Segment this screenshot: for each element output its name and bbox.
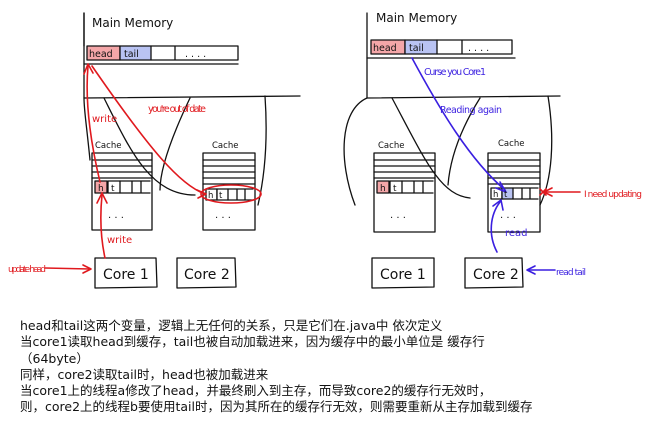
cache-left-h-right — [376, 180, 390, 194]
cache-right — [200, 152, 262, 231]
core1-label: Core 1 — [103, 267, 149, 283]
cache-right-t-label: t — [219, 191, 223, 201]
read-arrow — [490, 201, 501, 253]
note-need-updating: I need updating — [584, 190, 642, 200]
diagram: Main Memory head tail . . . . write you'… — [8, 11, 642, 289]
cache-left-label: Cache — [95, 141, 121, 151]
cache-t-label-right: t — [393, 184, 397, 194]
cache-right-t-label-right: t — [504, 190, 508, 200]
note-reading: Reading again — [440, 105, 502, 116]
description-line-3: （64byte） — [20, 350, 89, 366]
cache-t-label: t — [111, 184, 115, 194]
cache-right-h-label: h — [208, 191, 213, 201]
cache-left-label-right: Cache — [378, 141, 404, 151]
memory-cell-tail — [119, 45, 152, 61]
cache-right-right-panel — [487, 152, 541, 233]
update-head-arrow — [44, 267, 91, 270]
description-line-4: 同样，core2读取tail时，head也被加载进来 — [20, 366, 269, 382]
memory-cell-head-label: head — [89, 49, 113, 60]
cache-right-h-label-right: h — [493, 190, 498, 200]
invalidate-arrow — [91, 65, 206, 195]
core2-label-right: Core 2 — [473, 267, 519, 283]
memory-title-right: Main Memory — [376, 11, 457, 25]
note-write-top: write — [92, 114, 117, 125]
memory-cell-dots-label: . . . . — [185, 49, 206, 60]
cache-right-t — [216, 188, 229, 201]
cache-right-label-right: Cache — [498, 139, 524, 149]
cache-h-label: h — [98, 184, 104, 194]
core2-label: Core 2 — [184, 267, 230, 283]
cache-left-right-panel — [373, 152, 436, 233]
core1-label-right: Core 1 — [380, 267, 426, 283]
left-panel — [44, 12, 301, 289]
write-arrow-to-memory — [86, 65, 101, 183]
description: head和tail这两个变量，逻辑上无任何的关系，只是它们在.java中 依次定… — [20, 318, 640, 416]
cache-left-t — [107, 180, 121, 194]
core1-box — [94, 257, 158, 289]
note-read: read — [505, 228, 528, 239]
note-curse: Curse you Core1 — [424, 67, 486, 78]
core2-box-right — [464, 257, 524, 289]
cache-h-label-right: h — [380, 184, 386, 194]
memory-title-left: Main Memory — [92, 16, 173, 30]
note-read-tail: read tail — [556, 268, 586, 278]
note-update-head: update head — [8, 265, 46, 275]
cache-left-t-right — [389, 180, 403, 194]
stale-line-highlight — [200, 184, 262, 204]
cache-right-dots-label-right: . . . — [500, 210, 516, 221]
memory-cell-dots-label-right: . . . . — [468, 43, 489, 54]
memory-row — [86, 45, 239, 61]
memory-cell-tail-label-right: tail — [409, 43, 424, 54]
reading-again-arrow — [411, 57, 506, 191]
memory-cell-tail-right — [404, 39, 438, 55]
cache-dots-label-right: . . . — [390, 210, 406, 221]
main-memory-box-right — [366, 12, 561, 99]
description-line-1: head和tail这两个变量，逻辑上无任何的关系，只是它们在.java中 依次定… — [20, 318, 443, 333]
description-line-6: 则，core2上的线程b要使用tail时，因为其所在的缓存行无效，则需要重新从主… — [20, 399, 533, 415]
description-line-5: 当core1上的线程a修改了head，并最终刷入到主存，而导致core2的缓存行… — [20, 383, 492, 399]
cache-right-t-right — [501, 187, 514, 200]
core2-box — [176, 257, 237, 289]
memory-cell-tail-label: tail — [124, 49, 139, 60]
right-panel — [343, 12, 581, 289]
cache-dots-label: . . . — [108, 210, 124, 221]
memory-row-right — [370, 39, 513, 55]
cache-right-dots-label: . . . — [215, 210, 231, 221]
write-arrow-from-core — [99, 194, 106, 259]
note-out-of-date: you're out of date — [148, 104, 206, 115]
cache-right-label: Cache — [212, 141, 238, 151]
note-write-bottom: write — [107, 235, 132, 246]
description-line-2: 当core1读取head到缓存，tail也被自动加载进来，因为缓存中的最小单位是… — [20, 334, 485, 350]
memory-cell-head-label-right: head — [373, 43, 397, 54]
cache-left — [91, 152, 153, 231]
cache-left-h — [94, 180, 108, 194]
core1-box-right — [371, 257, 435, 289]
